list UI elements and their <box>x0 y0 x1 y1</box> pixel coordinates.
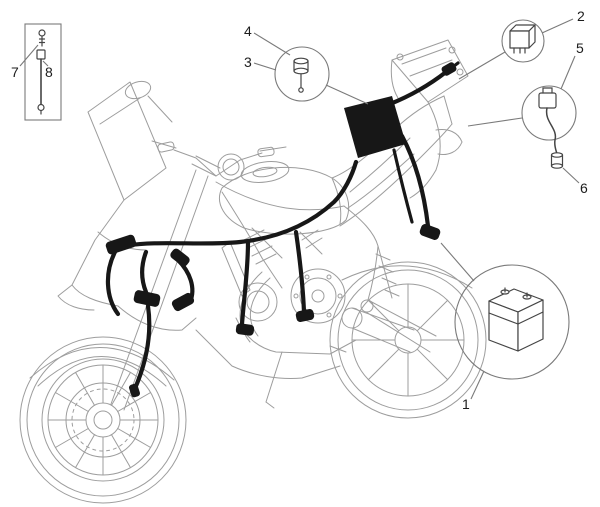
harness-front-drop-upper <box>140 249 149 295</box>
harness-connector <box>133 290 161 307</box>
leader-line-1 <box>470 370 485 400</box>
handlebar <box>151 140 287 181</box>
swingarm <box>341 299 437 353</box>
front-fender-forks <box>29 155 221 411</box>
wiring-harness <box>105 61 460 398</box>
harness-rear-drop-2 <box>392 148 414 224</box>
leader-line-8 <box>42 60 49 67</box>
callout-label-6: 6 <box>580 180 588 196</box>
harness-connector <box>419 224 441 240</box>
callout-7-8: 7 8 <box>11 23 62 121</box>
front-fairing <box>57 199 197 331</box>
callout-circle-1 <box>454 264 570 380</box>
callout-label-1: 1 <box>462 396 470 412</box>
callout-circle-5 <box>521 85 577 141</box>
harness-connector <box>171 292 195 312</box>
harness-main-spine <box>121 159 359 249</box>
harness-connector <box>295 308 315 323</box>
leader-line-3 <box>253 62 277 71</box>
exhaust-underside <box>195 271 347 409</box>
harness-beak-wire <box>105 247 121 317</box>
cable-drawing <box>36 49 46 115</box>
callout-label-8: 8 <box>45 64 53 80</box>
leader-line-1-to-bike <box>440 242 475 282</box>
rear-wheel <box>329 261 487 419</box>
harness-rear-drop <box>399 133 431 229</box>
frame <box>215 153 415 301</box>
callout-1: 1 <box>440 242 570 412</box>
harness-mid-drop <box>239 239 251 327</box>
fuel-tank <box>219 161 350 235</box>
engine <box>221 227 357 355</box>
relay-lead-drawing <box>538 87 558 155</box>
mirror-icon <box>124 80 152 100</box>
callout-label-4: 4 <box>244 23 252 39</box>
leader-line-4 <box>253 32 291 56</box>
harness-engine-drop <box>293 229 307 315</box>
callout-circle-3 <box>274 46 330 102</box>
callout-3-4: 4 3 <box>244 23 369 105</box>
harness-connector <box>170 248 190 267</box>
leader-line-6 <box>562 167 580 184</box>
rear-rack <box>390 39 469 103</box>
leader-line-7 <box>19 44 39 67</box>
battery-drawing <box>488 287 544 352</box>
harness-connector <box>128 383 141 398</box>
motorcycle-line-art <box>19 39 487 504</box>
parts-box-frame <box>24 23 62 121</box>
front-wheel <box>19 336 187 504</box>
cap-drawing <box>550 152 564 169</box>
sensor-drawing <box>293 57 309 93</box>
harness-connector <box>441 62 457 76</box>
callout-label-3: 3 <box>244 54 252 70</box>
leader-line-2-to-bike <box>458 51 506 80</box>
leader-line-3-to-bike <box>325 84 369 105</box>
callout-5-6: 5 6 <box>467 40 588 196</box>
rear-shock <box>375 245 400 299</box>
harness-tail-branch <box>387 69 449 107</box>
callout-label-2: 2 <box>577 8 585 24</box>
windscreen <box>87 80 173 201</box>
leader-line-5-to-bike <box>467 117 523 127</box>
leader-line-2 <box>541 18 574 34</box>
callout-circle-2 <box>501 19 545 63</box>
callout-2: 2 <box>458 8 585 80</box>
harness-connector <box>235 323 255 336</box>
leader-line-5 <box>560 55 576 90</box>
relay-drawing <box>509 24 536 54</box>
harness-connector <box>105 234 137 255</box>
callout-label-7: 7 <box>11 64 19 80</box>
callout-label-5: 5 <box>576 40 584 56</box>
harness-front-drop-lower <box>133 303 152 389</box>
screw-drawing <box>38 29 46 47</box>
ecu-black-box <box>344 96 406 158</box>
